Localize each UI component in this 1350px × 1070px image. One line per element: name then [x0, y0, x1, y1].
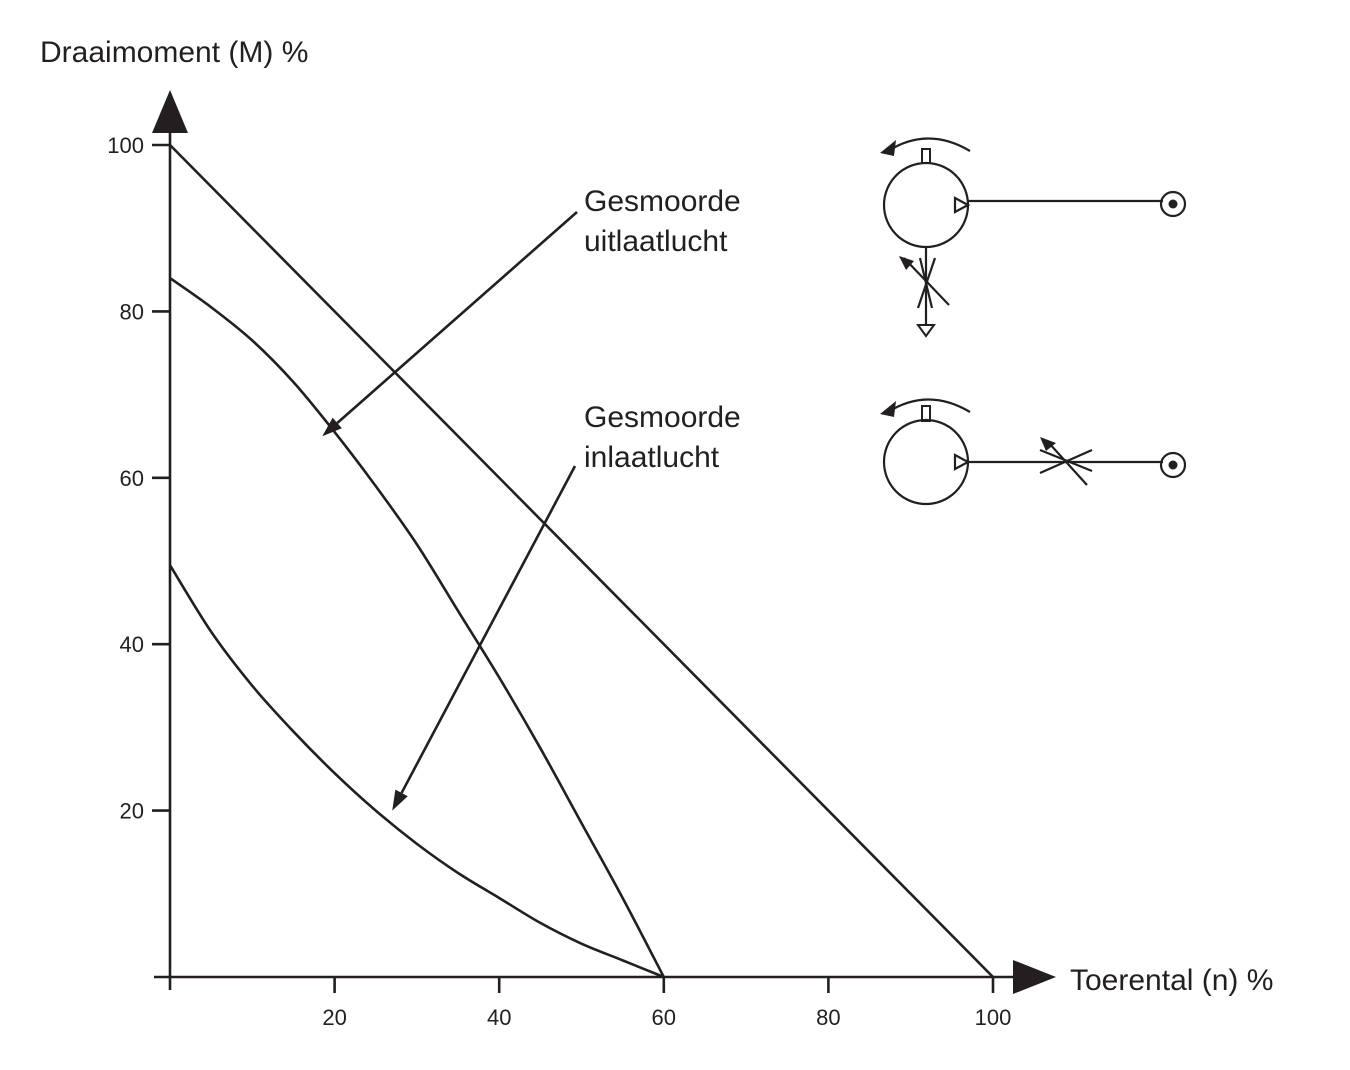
- y-axis-arrowhead: [152, 90, 188, 133]
- y-tick-label: 80: [120, 299, 144, 324]
- inlet-throttle-diagram-icon: [880, 398, 1187, 506]
- annotation-label-line: inlaatlucht: [584, 441, 720, 474]
- x-tick-label: 60: [652, 1005, 676, 1030]
- y-axis-title: Draaimoment (M) %: [40, 36, 308, 69]
- series-line-3: [168, 564, 665, 979]
- annotation-label-line: Gesmoorde: [584, 401, 741, 434]
- annotation-label-line: uitlaatlucht: [584, 225, 728, 258]
- axes: [152, 90, 1056, 994]
- exhaust-throttle-diagram-icon: [880, 137, 1187, 338]
- x-tick-label: 40: [487, 1005, 511, 1030]
- x-tick-label: 80: [816, 1005, 840, 1030]
- x-axis-title: Toerental (n) %: [1070, 964, 1273, 997]
- y-tick-label: 60: [120, 466, 144, 491]
- series-line-2: [169, 277, 665, 978]
- annotation-arrow-line: [336, 211, 578, 424]
- x-tick-label: 100: [975, 1005, 1012, 1030]
- ticks: 20 40 60 80 100 20 40 60 80 100: [107, 133, 1011, 1030]
- annotation-arrowhead: [322, 417, 342, 437]
- series-line-1: [169, 144, 994, 978]
- annotation-label-line: Gesmoorde: [584, 185, 741, 218]
- y-tick-label: 40: [120, 632, 144, 657]
- annotation-arrowhead: [392, 789, 408, 811]
- annotation-arrow-line: [400, 465, 577, 794]
- y-tick-label: 100: [107, 133, 144, 158]
- annotation-layer: GesmoordeuitlaatluchtGesmoordeinlaatluch…: [322, 185, 741, 811]
- x-axis-arrowhead: [1013, 960, 1056, 994]
- x-tick-label: 20: [322, 1005, 346, 1030]
- series-layer: [168, 144, 994, 979]
- y-tick-label: 20: [120, 799, 144, 824]
